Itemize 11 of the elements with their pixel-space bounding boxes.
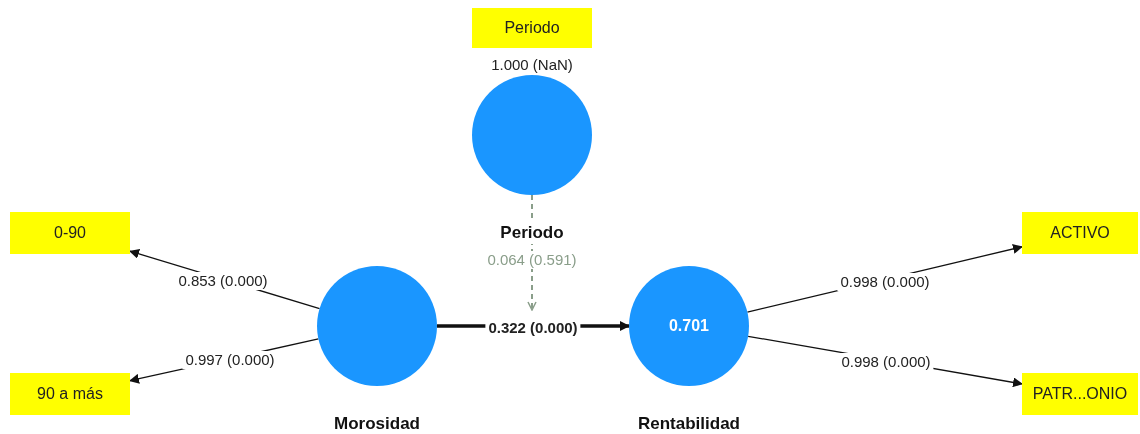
indicator-box: 0-90 [10, 212, 130, 254]
edge-label: 0.322 (0.000) [485, 319, 581, 337]
loading-value: 1.000 (NaN) [491, 55, 573, 73]
indicator-box: ACTIVO [1022, 212, 1138, 254]
indicator-box: 90 a más [10, 373, 130, 415]
edge-label: 0.998 (0.000) [838, 353, 934, 371]
arrow [527, 194, 537, 311]
indicator-box: PATR...ONIO [1022, 373, 1138, 415]
indicator-box: Periodo [472, 8, 592, 48]
r-squared-value: 0.701 [668, 317, 709, 335]
construct-name: Periodo [498, 222, 566, 244]
